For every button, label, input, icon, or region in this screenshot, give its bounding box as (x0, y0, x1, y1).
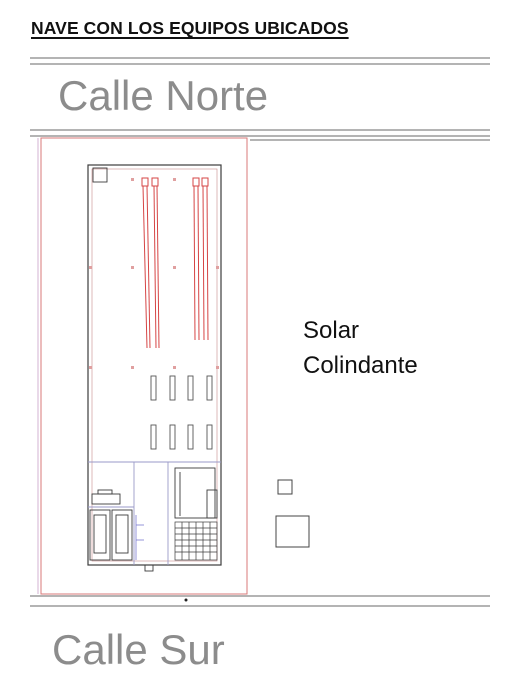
adjacent-plot-label: Solar Colindante (303, 313, 418, 383)
tank-units (150, 375, 213, 450)
interior-walls (88, 461, 221, 565)
street-label-north: Calle Norte (58, 72, 269, 119)
plot-boundary (40, 137, 248, 595)
equipment-lines (141, 177, 209, 349)
street-lines-south (30, 595, 490, 607)
street-lines-north (30, 57, 490, 141)
corner-room (92, 167, 108, 183)
building-outline (87, 164, 222, 566)
adjacent-plot-label-line1: Solar (303, 317, 360, 344)
stair-grid (174, 521, 218, 561)
adjacent-small-box (277, 479, 293, 495)
adjacent-large-box (275, 515, 310, 548)
street-label-south: Calle Sur (52, 626, 225, 673)
blue-partition (135, 515, 144, 560)
building-inner-outline (91, 168, 218, 562)
pillars (89, 178, 219, 369)
survey-point (184, 598, 188, 602)
lower-rooms (89, 467, 218, 572)
diagram-title: NAVE CON LOS EQUIPOS UBICADOS (31, 18, 349, 38)
adjacent-plot-label-line2: Colindante (303, 352, 418, 379)
